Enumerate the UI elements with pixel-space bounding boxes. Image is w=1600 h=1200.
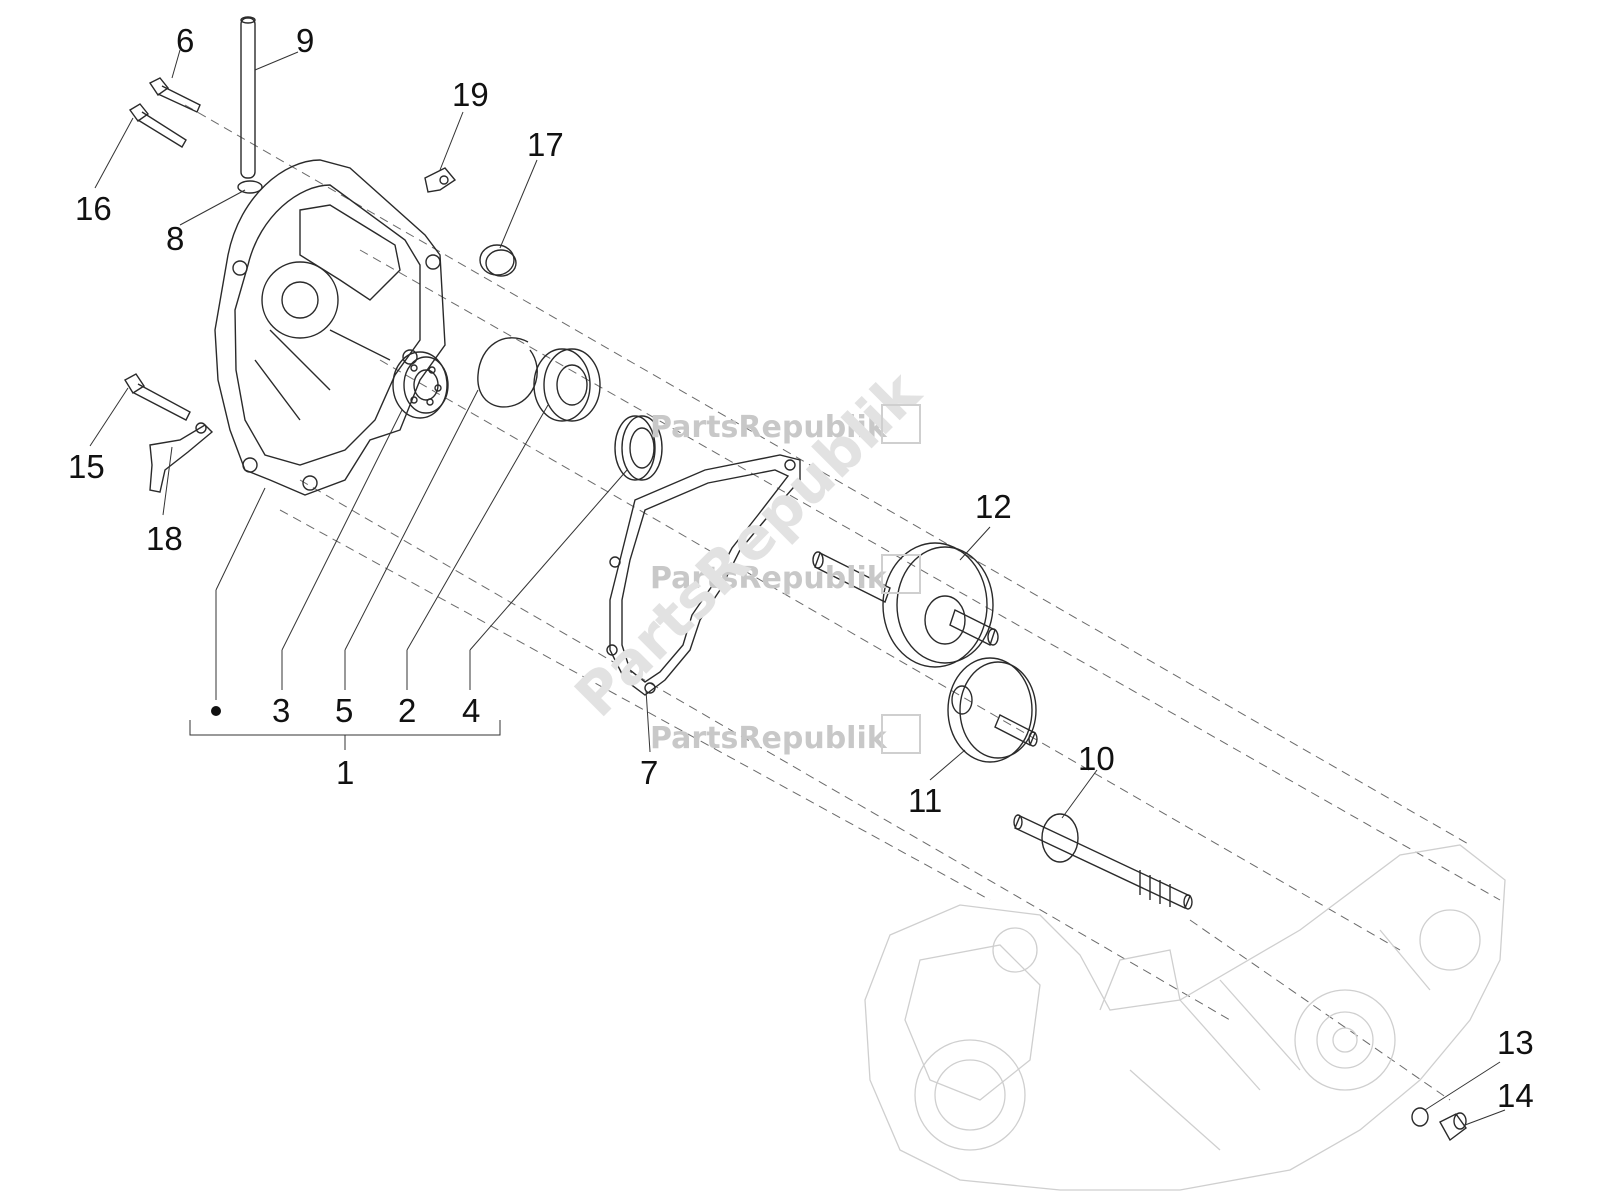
bolt-6 [148,77,201,113]
watermark-text-1: PartsRepublik [650,410,888,445]
oil-seal [614,415,663,481]
watermark-gear-icon-2 [881,554,921,594]
cover-gasket [606,454,801,696]
callout-17: 17 [527,126,564,163]
bearing-small [392,351,449,419]
engine-crankcase-ghost [864,844,1506,1191]
alignment-lines [184,104,1501,1101]
callout-8: 8 [166,220,184,257]
callout-18: 18 [146,520,183,557]
sealing-washer [1411,1107,1429,1127]
watermarks: PartsRepublik PartsRepublik PartsRepubli… [562,357,935,756]
callout-1: 1 [336,754,354,791]
plug-cap [479,244,517,277]
callout-4: 4 [462,692,480,729]
leader-lines [89,49,1506,1126]
callout-13: 13 [1497,1024,1534,1061]
watermark-gear-icon [881,404,921,444]
bearing-large [533,348,601,422]
callout-labels: 6 9 19 17 16 8 15 18 3 5 2 4 1 7 12 11 1… [68,22,1534,1114]
bolt-15 [124,373,191,421]
kit-bullet [211,706,221,716]
callout-15: 15 [68,448,105,485]
callout-3: 3 [272,692,290,729]
circlip [477,337,538,408]
bracket [149,422,214,493]
clip [424,167,457,193]
transmission-cover [214,159,446,496]
callout-19: 19 [452,76,489,113]
o-ring [237,180,263,194]
callout-16: 16 [75,190,112,227]
callout-6: 6 [176,22,194,59]
gear-lower [947,657,1038,763]
watermark-text-3: PartsRepublik [650,721,888,756]
watermark-gear-icon-3 [881,714,921,754]
callout-5: 5 [335,692,353,729]
gear-shaft-upper [812,542,999,668]
bolt-16 [128,103,187,148]
callout-14: 14 [1497,1077,1534,1114]
watermark-text-2: PartsRepublik [650,561,888,596]
callout-2: 2 [398,692,416,729]
drain-plug [1439,1112,1467,1142]
callout-10: 10 [1078,740,1115,777]
dipstick-tube [240,16,256,179]
callout-7: 7 [640,754,658,791]
callout-9: 9 [296,22,314,59]
output-shaft [1013,813,1193,910]
callout-12: 12 [975,488,1012,525]
callout-11: 11 [908,782,942,819]
